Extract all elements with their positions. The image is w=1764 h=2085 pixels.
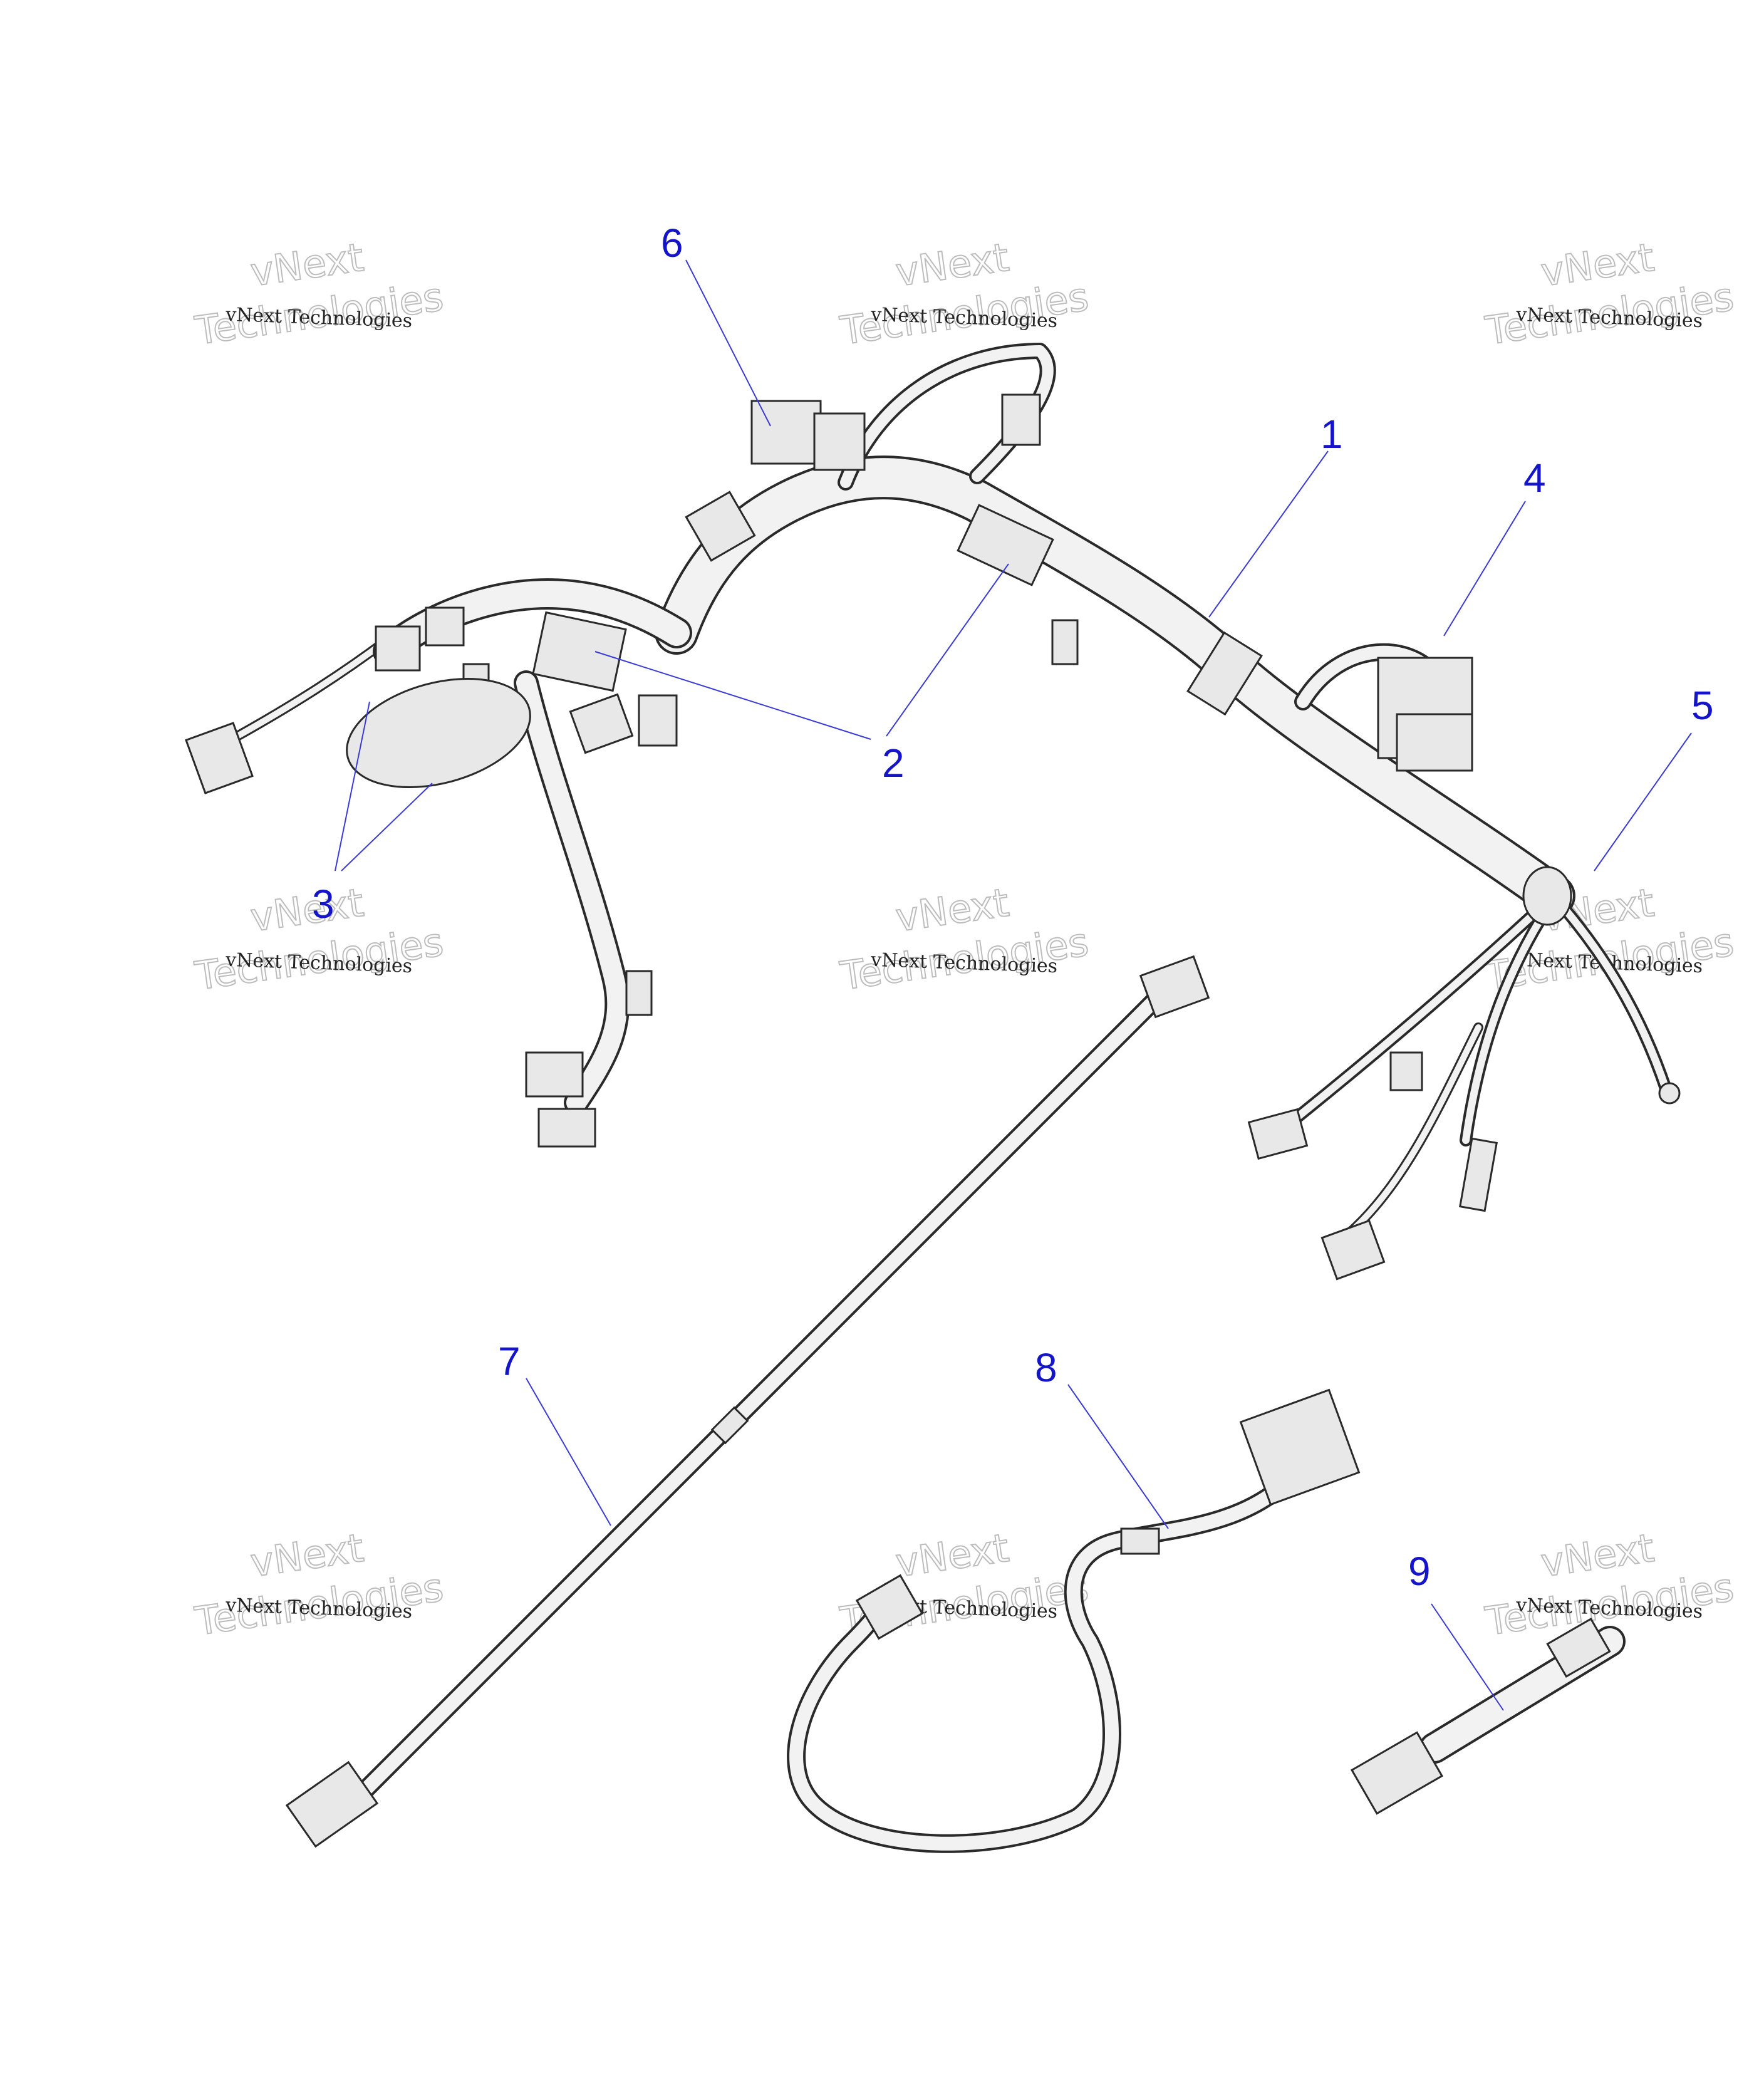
connector	[625, 970, 653, 1016]
connector	[1459, 1137, 1498, 1212]
grommet	[1522, 866, 1572, 926]
callouts: 1 2 3 4 5 6 7 8 9	[312, 221, 1714, 1594]
connector	[1396, 713, 1473, 772]
leader-line-5	[1594, 732, 1692, 871]
leader-line-3a	[335, 701, 370, 871]
connector	[813, 412, 866, 471]
watermark: vNext Technologies vNext Technologies	[192, 234, 447, 355]
connector	[855, 1574, 924, 1640]
watermark: vNext Technologies vNext Technologies	[1482, 234, 1738, 355]
connector	[1051, 619, 1079, 665]
callout-8: 8	[1035, 1345, 1057, 1390]
callout-3: 3	[312, 881, 335, 927]
leader-line-4	[1443, 501, 1526, 637]
leader-line-8	[1067, 1384, 1169, 1529]
callout-5: 5	[1691, 683, 1714, 728]
connector	[1139, 955, 1210, 1019]
connector	[1320, 1219, 1386, 1281]
harness-7	[285, 955, 1210, 1848]
leader-line-9	[1431, 1603, 1504, 1711]
leader-line-7	[526, 1378, 611, 1526]
ring-terminal	[1658, 1082, 1681, 1105]
watermark: vNext Technologies vNext Technologies	[192, 1524, 447, 1645]
leader-line-1	[1208, 450, 1329, 618]
connector	[638, 694, 678, 747]
leader-line-2b	[886, 563, 1009, 737]
connector	[532, 611, 627, 692]
callout-6: 6	[661, 221, 683, 266]
harness-connectors	[185, 393, 1681, 1281]
callout-2: 2	[882, 741, 905, 786]
connector	[1247, 1108, 1309, 1160]
connector	[957, 504, 1054, 586]
callout-7: 7	[498, 1339, 521, 1384]
main-harness	[227, 343, 1673, 1245]
connector	[537, 1108, 596, 1148]
connector	[685, 491, 756, 562]
connector	[1001, 393, 1041, 446]
leader-lines	[335, 259, 1692, 1711]
callout-9: 9	[1408, 1549, 1431, 1594]
watermark: vNext Technologies vNext Technologies	[837, 234, 1092, 355]
connector	[1389, 1051, 1423, 1091]
connector	[569, 693, 634, 754]
loom-tube	[346, 678, 531, 788]
callout-1: 1	[1320, 412, 1343, 457]
connector	[1350, 1731, 1444, 1815]
leader-line-6	[685, 259, 771, 427]
callout-4: 4	[1523, 455, 1546, 501]
harness-8	[787, 1388, 1361, 1853]
watermark: vNext Technologies vNext Technologies	[837, 879, 1092, 1000]
connector	[1546, 1617, 1611, 1678]
sleeve-band	[1186, 631, 1263, 716]
harness-9	[1350, 1617, 1626, 1815]
connector	[1120, 1527, 1160, 1555]
connector	[1239, 1388, 1361, 1506]
sleeve-band	[710, 1406, 749, 1445]
connector	[285, 1760, 379, 1848]
connector	[525, 1051, 584, 1098]
leader-line-3b	[341, 783, 433, 871]
leader-line-2a	[594, 651, 871, 740]
connector	[185, 722, 254, 794]
connector	[425, 606, 465, 647]
connector	[375, 625, 421, 672]
